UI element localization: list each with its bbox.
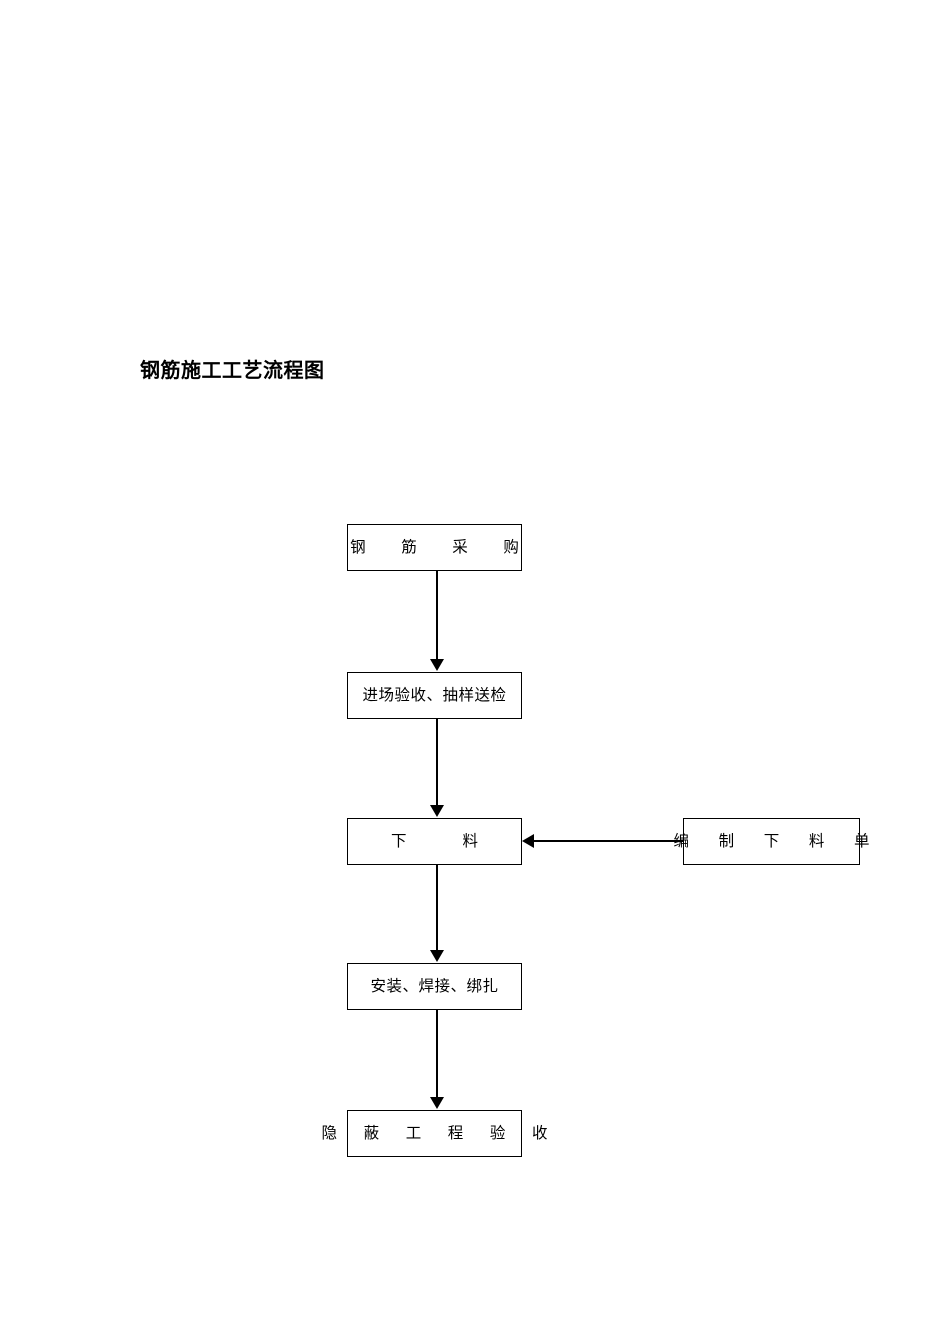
flow-node-acceptance[interactable]: 进场验收、抽样送检 bbox=[347, 672, 522, 719]
flow-node-cutting-list[interactable]: 编 制 下 料 单 bbox=[674, 818, 869, 865]
flow-node-label: 下 料 bbox=[391, 832, 478, 850]
arrow-left-icon bbox=[522, 834, 534, 848]
connector-cutting-to-installation bbox=[436, 865, 438, 951]
flow-node-label: 钢 筋 采 购 bbox=[350, 538, 528, 556]
flow-node-concealed-acceptance[interactable]: 隐 蔽 工 程 验 收 bbox=[321, 1110, 548, 1157]
flow-node-label: 编 制 下 料 单 bbox=[673, 832, 877, 850]
page-title: 钢筋施工工艺流程图 bbox=[140, 360, 325, 382]
arrow-down-icon bbox=[430, 805, 444, 817]
arrow-down-icon bbox=[430, 1097, 444, 1109]
connector-installation-to-concealed bbox=[436, 1010, 438, 1097]
arrow-down-icon bbox=[430, 950, 444, 962]
connector-procurement-to-acceptance bbox=[436, 571, 438, 660]
flow-node-label: 隐 蔽 工 程 验 收 bbox=[321, 1124, 554, 1142]
arrow-down-icon bbox=[430, 659, 444, 671]
connector-acceptance-to-cutting bbox=[436, 719, 438, 806]
flow-node-procurement[interactable]: 钢 筋 采 购 bbox=[347, 524, 522, 571]
flow-node-label: 安装、焊接、绑扎 bbox=[370, 977, 499, 995]
flow-node-label: 进场验收、抽样送检 bbox=[362, 686, 507, 704]
flow-node-cutting[interactable]: 下 料 bbox=[347, 818, 522, 865]
flow-node-installation[interactable]: 安装、焊接、绑扎 bbox=[347, 963, 522, 1010]
connector-cutting-list-to-cutting bbox=[534, 840, 683, 842]
